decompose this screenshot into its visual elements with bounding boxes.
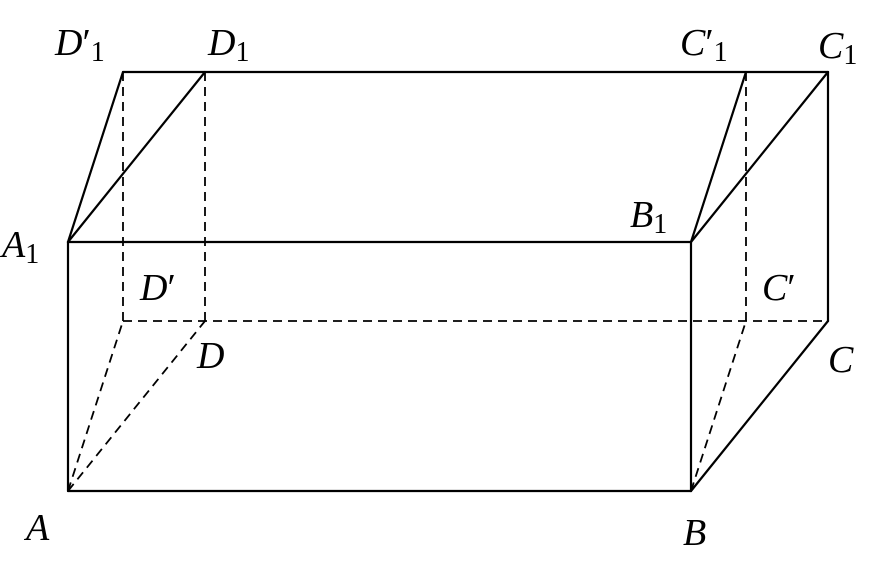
label-b1: B1 <box>630 194 667 240</box>
vertex-labels: A B C D A1 B1 C1 D1 C′ D′ C′1 D′1 <box>0 22 857 554</box>
edge-a-dprime <box>67 320 124 492</box>
edge-b-c <box>689 319 830 493</box>
edge-b1-c1 <box>689 70 830 244</box>
edge-a1-d1 <box>66 70 207 244</box>
label-c: C <box>828 339 854 381</box>
visible-edges <box>66 70 830 493</box>
label-cprime: C′ <box>762 267 796 309</box>
label-c1: C1 <box>818 25 857 71</box>
edge-a-d <box>67 320 206 492</box>
label-a1: A1 <box>0 224 39 270</box>
label-dprime: D′ <box>139 267 176 309</box>
edge-a1-dprime1 <box>66 70 125 244</box>
label-a: A <box>23 507 50 549</box>
label-b: B <box>683 512 706 554</box>
label-cprime1: C′1 <box>680 22 728 68</box>
label-dprime1: D′1 <box>54 22 105 68</box>
label-d1: D1 <box>207 22 249 68</box>
edge-b-cprime <box>690 320 747 492</box>
hidden-edges <box>67 72 828 492</box>
edge-b1-cprime1 <box>689 70 748 244</box>
label-d: D <box>196 335 224 377</box>
